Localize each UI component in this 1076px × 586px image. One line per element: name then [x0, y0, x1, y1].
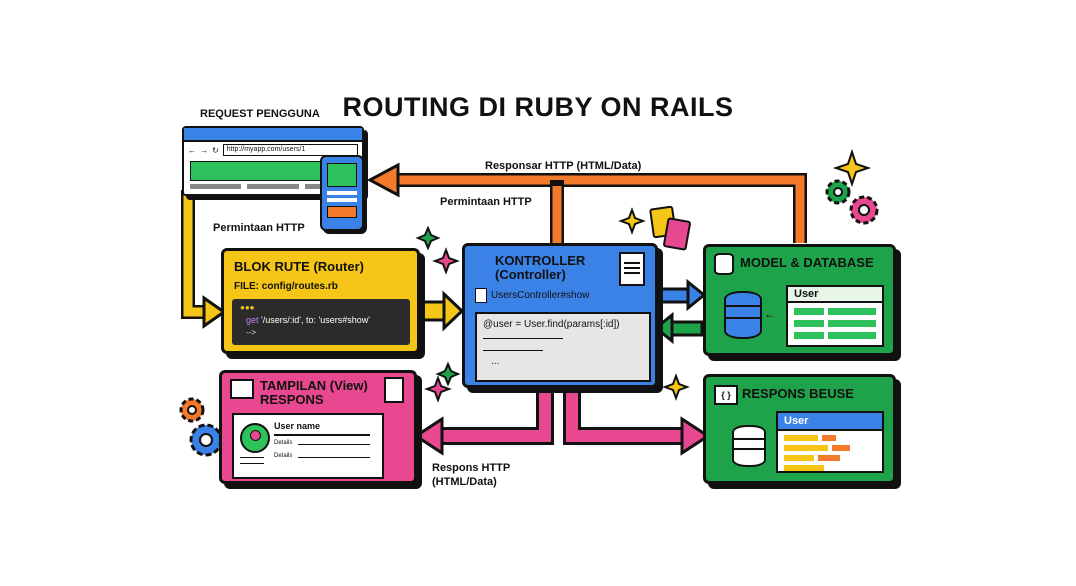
response-label-bottom-line2: (HTML/Data) [432, 476, 497, 488]
response-label-bottom-line1: Respons HTTP [432, 462, 511, 474]
back-icon[interactable]: ← [188, 145, 196, 155]
phone-button [327, 206, 357, 218]
forward-icon[interactable]: → [200, 145, 208, 155]
file-icon [475, 288, 487, 303]
phone-screen [327, 163, 357, 187]
controller-title-line2: (Controller) [495, 267, 566, 282]
response-arrow-top [366, 162, 807, 243]
route-verb: get [246, 315, 259, 325]
response-label-top: Responsar HTTP (HTML/Data) [485, 160, 642, 172]
gear-icon [825, 179, 879, 225]
arrow-left-icon: ← [764, 307, 776, 321]
view-title: TAMPILAN (View) RESPONS [260, 379, 368, 407]
code-line3-placeholder [483, 350, 543, 351]
database-cylinder-icon [724, 291, 762, 339]
document-icon [649, 205, 691, 251]
details-label-1: Details [274, 440, 293, 446]
json-icon: { } [714, 385, 738, 405]
page-title: ROUTING DI RUBY ON RAILS [342, 92, 734, 122]
code-line2-placeholder [483, 338, 563, 339]
request-label-mid: Permintaan HTTP [440, 196, 532, 208]
monitor-icon [230, 379, 254, 399]
database-cylinder-icon [732, 425, 766, 467]
user-table: User [786, 285, 884, 347]
details-label-2: Details [274, 453, 293, 459]
document-icon [384, 377, 404, 403]
view-title-line1: TAMPILAN (View) [260, 378, 368, 393]
controller-to-view-arrow [413, 388, 554, 456]
browser-titlebar [184, 128, 362, 142]
browser-toolbar: ← → ↻ http://myapp.com/users/1 [184, 142, 362, 158]
window-dots-icon: ●●● [240, 303, 255, 312]
controller-to-model-arrow [656, 278, 707, 312]
routes-code-block: ●●● get '/users/:id', to: 'users#show' -… [232, 299, 410, 345]
view-title-line2: RESPONS [260, 392, 324, 407]
request-label: REQUEST PENGGUNA [200, 108, 320, 120]
route-tail: --> [246, 328, 256, 337]
user-profile-card: User name Details Details [232, 413, 384, 479]
response-table-header: User [778, 413, 882, 431]
document-icon [619, 252, 645, 286]
router-file: FILE: config/routes.rb [234, 281, 338, 292]
model-title: MODEL & DATABASE [740, 255, 874, 270]
router-box: BLOK RUTE (Router) FILE: config/routes.r… [221, 248, 420, 354]
controller-code-line4: ... [491, 356, 500, 367]
controller-box: KONTROLLER (Controller) UsersController#… [462, 243, 658, 388]
request-caption: Permintaan HTTP [213, 222, 305, 234]
router-to-controller-arrow [418, 290, 465, 332]
address-bar[interactable]: http://myapp.com/users/1 [222, 144, 358, 156]
user-table-header: User [788, 287, 882, 303]
response-box: { } RESPONS BEUSE User [703, 374, 896, 484]
avatar [240, 423, 270, 453]
gear-icon [179, 397, 223, 457]
router-title: BLOK RUTE (Router) [234, 259, 364, 274]
model-to-controller-arrow [653, 311, 704, 345]
model-database-box: MODEL & DATABASE ← User [703, 244, 896, 356]
response-title: RESPONS BEUSE [742, 386, 854, 401]
user-name-label: User name [274, 421, 321, 431]
controller-action: UsersController#show [491, 290, 590, 301]
sparkle-icon [415, 148, 872, 403]
request-arrow-left [181, 190, 227, 329]
controller-title-line1: KONTROLLER [495, 253, 586, 268]
response-label-bottom: Respons HTTP (HTML/Data) [432, 461, 510, 489]
route-path: '/users/:id', to: 'users#show' [261, 315, 370, 325]
controller-title: KONTROLLER (Controller) [495, 254, 585, 282]
database-icon [714, 253, 734, 275]
controller-to-response-arrow [563, 388, 711, 456]
reload-icon[interactable]: ↻ [212, 145, 219, 155]
response-user-table: User [776, 411, 884, 473]
phone-device [320, 155, 364, 231]
view-box: TAMPILAN (View) RESPONS User name Detail… [219, 370, 417, 484]
controller-code-line1: @user = User.find(params[:id]) [483, 319, 620, 330]
route-definition: get '/users/:id', to: 'users#show' [246, 315, 370, 325]
controller-code-block: @user = User.find(params[:id]) ... [475, 312, 651, 382]
